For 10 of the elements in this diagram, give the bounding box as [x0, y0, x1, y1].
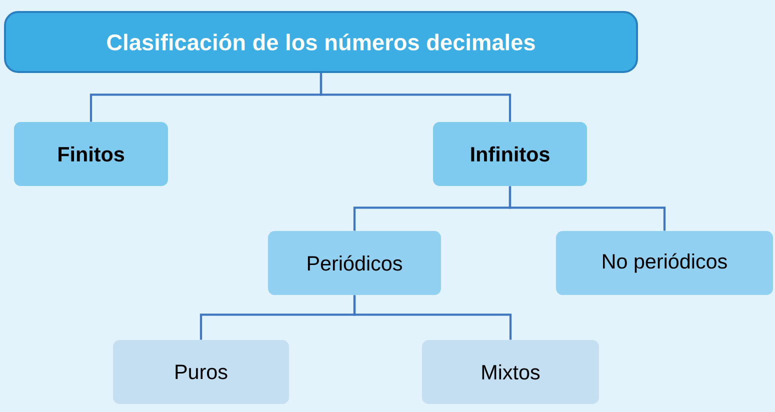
connector-line	[353, 295, 512, 340]
category-box: No periódicos	[556, 231, 773, 295]
title-box: Clasificación de los números decimales	[4, 11, 638, 73]
category-box: Periódicos	[268, 231, 441, 295]
category-box: Finitos	[14, 122, 168, 186]
category-box: Mixtos	[422, 340, 599, 404]
connector-line	[320, 73, 512, 122]
category-box: Infinitos	[433, 122, 587, 186]
category-box: Puros	[113, 340, 289, 404]
connector-line	[508, 186, 666, 231]
